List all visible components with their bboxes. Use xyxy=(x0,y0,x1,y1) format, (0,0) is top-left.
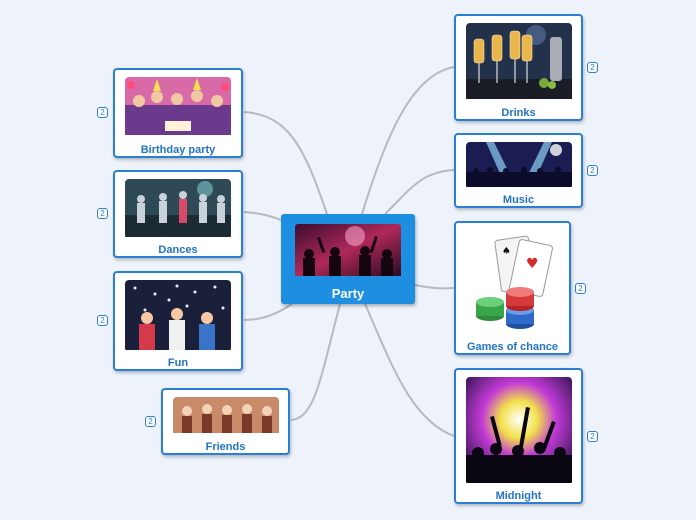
concert-photo-icon xyxy=(465,142,572,189)
friends-photo-icon xyxy=(172,397,279,436)
topic-drinks[interactable]: Drinks xyxy=(454,14,583,121)
topic-label: Games of chance xyxy=(466,341,559,353)
cards-chips-photo-icon: ♠ ♥ xyxy=(467,230,558,336)
collapse-badge[interactable]: 2 xyxy=(575,283,586,294)
topic-label: Drinks xyxy=(501,107,536,119)
topic-label: Dances xyxy=(158,244,198,256)
topic-label: Music xyxy=(502,194,535,206)
topic-label: Midnight xyxy=(495,490,542,502)
topic-fun[interactable]: Fun xyxy=(113,271,243,371)
topic-midnight[interactable]: Midnight xyxy=(454,368,583,504)
confetti-photo-icon xyxy=(125,280,231,352)
link-birthday xyxy=(243,111,328,215)
champagne-photo-icon xyxy=(465,23,572,102)
topic-friends[interactable]: Friends xyxy=(161,388,290,455)
dance-photo-icon xyxy=(125,179,231,239)
collapse-badge[interactable]: 2 xyxy=(587,62,598,73)
topic-label: Birthday party xyxy=(140,144,216,156)
link-dances xyxy=(243,211,282,221)
central-topic[interactable]: Party xyxy=(281,214,415,304)
collapse-badge[interactable]: 2 xyxy=(587,165,598,176)
svg-text:♥: ♥ xyxy=(526,256,539,272)
collapse-badge[interactable]: 2 xyxy=(145,416,156,427)
collapse-badge[interactable]: 2 xyxy=(97,208,108,219)
link-fun xyxy=(243,303,293,321)
topic-dances[interactable]: Dances xyxy=(113,170,243,258)
link-drinks xyxy=(361,66,455,215)
club-photo-icon xyxy=(465,377,572,485)
collapse-badge[interactable]: 2 xyxy=(97,107,108,118)
topic-games-of-chance[interactable]: ♠ ♥ Games of chance xyxy=(454,221,571,355)
collapse-badge[interactable]: 2 xyxy=(97,315,108,326)
topic-music[interactable]: Music xyxy=(454,133,583,208)
link-music xyxy=(384,169,455,215)
central-topic-label: Party xyxy=(331,286,365,301)
topic-birthday-party[interactable]: Birthday party xyxy=(113,68,243,158)
topic-label: Friends xyxy=(205,441,246,453)
party-crowd-image xyxy=(295,224,401,281)
birthday-photo-icon xyxy=(125,77,231,139)
link-midnight xyxy=(364,303,455,437)
topic-label: Fun xyxy=(167,357,189,369)
collapse-badge[interactable]: 2 xyxy=(587,431,598,442)
link-games xyxy=(414,284,455,290)
link-friends xyxy=(290,303,341,421)
svg-text:♠: ♠ xyxy=(502,246,511,257)
